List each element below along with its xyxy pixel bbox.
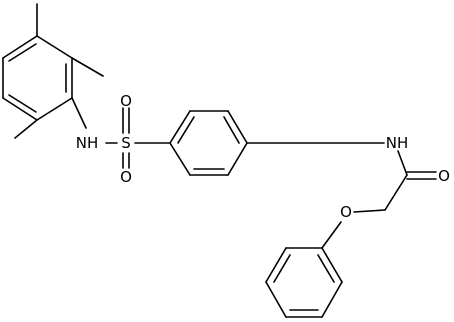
bond <box>223 116 240 144</box>
bond <box>321 247 343 283</box>
bond <box>321 221 342 249</box>
bond <box>71 57 104 77</box>
atom-label-oxygen-ether: O <box>340 203 352 221</box>
bond <box>227 142 248 176</box>
bond <box>8 94 37 113</box>
atom-label-sulfur: S <box>121 134 131 152</box>
bond <box>169 110 191 144</box>
atom-label-oxygen-carbonyl: O <box>438 167 450 185</box>
bond <box>169 142 191 176</box>
bond <box>273 254 291 283</box>
bond <box>36 97 73 121</box>
bond <box>265 247 287 283</box>
bond <box>384 174 408 211</box>
bond <box>8 43 37 62</box>
atom-label-oxygen-top: O <box>120 92 132 110</box>
bond <box>2 35 38 59</box>
bond <box>227 110 248 144</box>
atom-label-oxygen-bottom: O <box>120 168 132 186</box>
bond <box>321 281 343 318</box>
bond <box>177 116 195 144</box>
atom-labels: NH S O O NH O O <box>76 92 450 221</box>
bond <box>36 35 73 59</box>
bond <box>14 119 38 139</box>
bond <box>2 97 38 121</box>
bond <box>317 254 335 283</box>
bond <box>353 209 386 213</box>
bonds <box>2 3 437 318</box>
bond <box>265 281 287 318</box>
atom-label-nh-amide: NH <box>386 134 409 152</box>
bond <box>397 150 408 176</box>
atom-label-nh-sulfonamide: NH <box>76 134 99 152</box>
bond <box>71 97 87 129</box>
